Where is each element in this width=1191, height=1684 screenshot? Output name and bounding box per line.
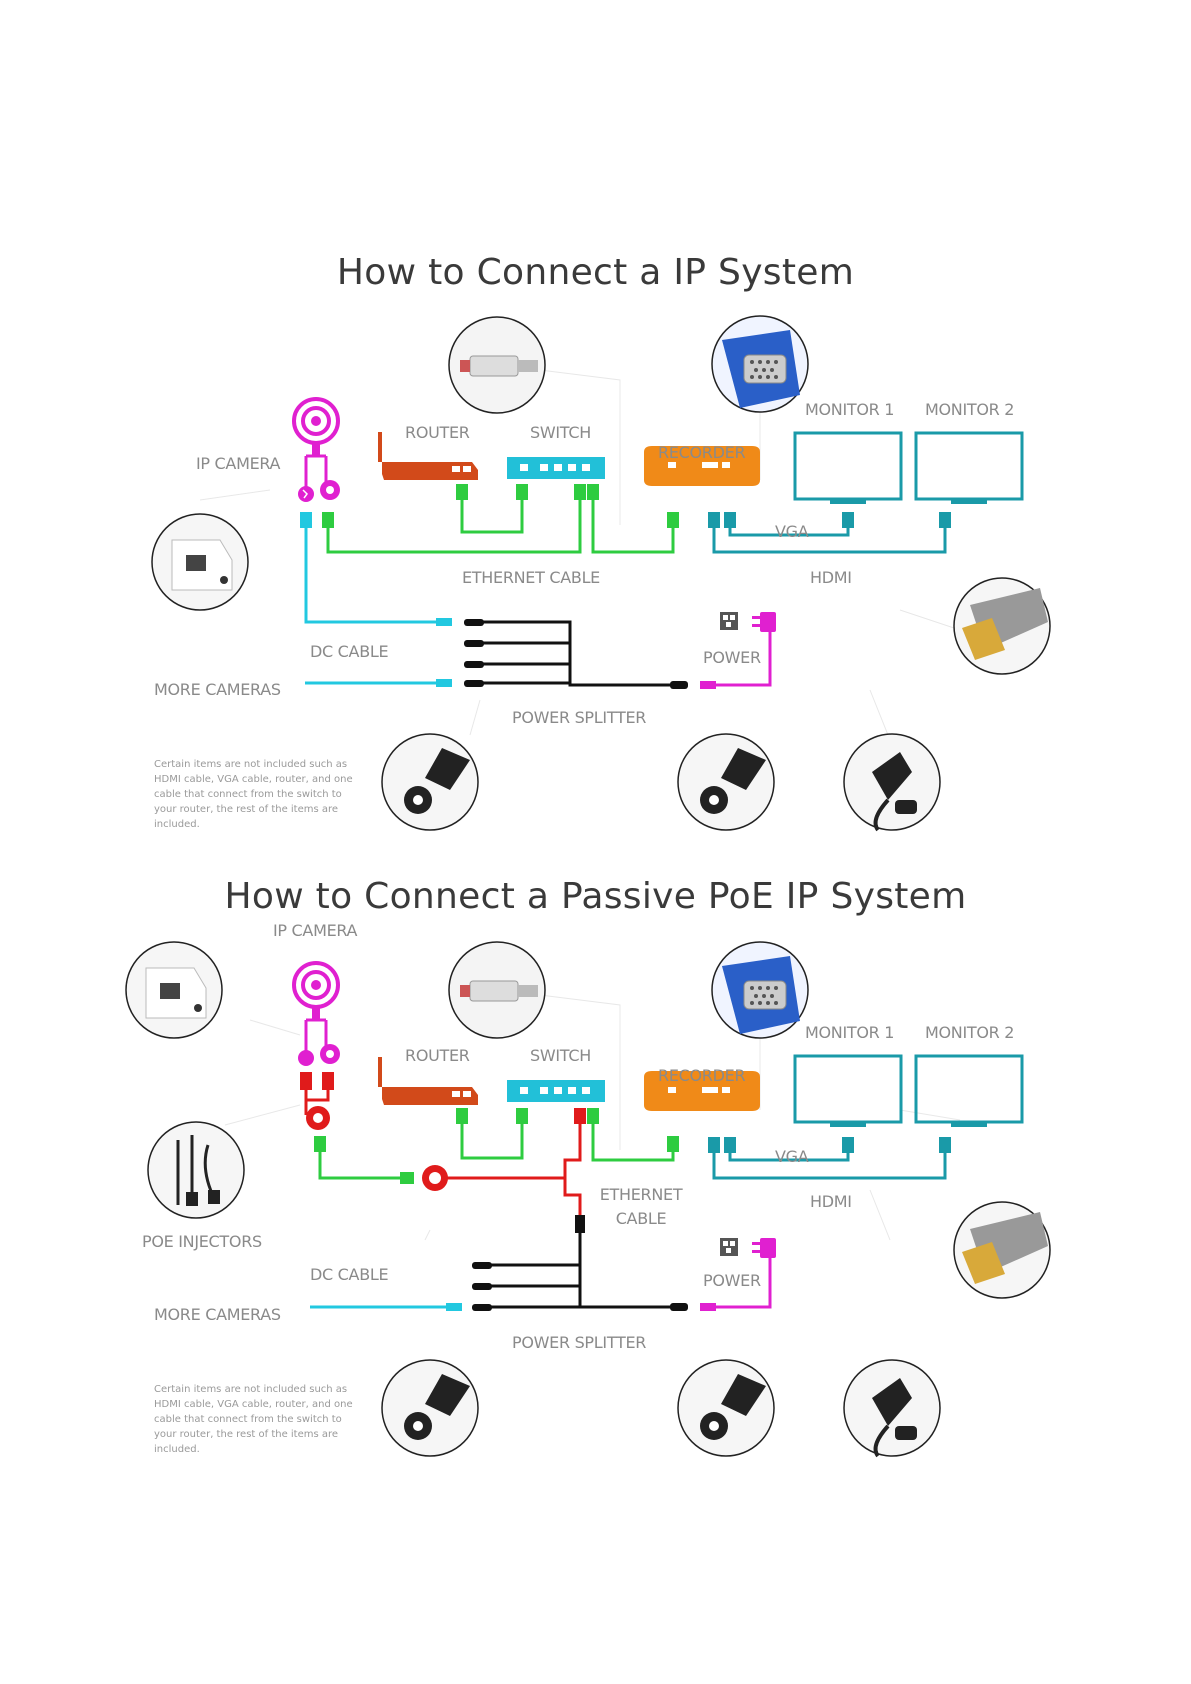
video-cables — [712, 520, 947, 554]
diagram-ip-system: How to Connect a IP System — [151, 252, 1051, 832]
ethernet-cables — [326, 500, 675, 554]
uk-plug-icon — [843, 733, 941, 832]
leader-lines — [199, 369, 961, 741]
diagram-title: How to Connect a Passive PoE IP System — [224, 876, 967, 917]
dc-cables — [304, 525, 440, 685]
video-plugs — [708, 1137, 951, 1153]
poe-injector-icon — [147, 1121, 245, 1219]
monitor-icon — [793, 1054, 903, 1127]
dc-connector-icon — [381, 733, 479, 831]
uk-plug-icon — [843, 1359, 941, 1458]
video-plugs — [708, 512, 951, 528]
wiring-diagram — [125, 941, 1051, 1458]
label-monitor-2: MONITOR 2 — [925, 400, 1015, 419]
splitter-plugs — [472, 1262, 688, 1311]
monitor-icon — [914, 1054, 1024, 1127]
label-more-cameras: MORE CAMERAS — [154, 680, 281, 699]
dc-connector-icon — [677, 1359, 775, 1457]
label-power: POWER — [703, 648, 761, 667]
ethernet-plugs — [322, 484, 679, 528]
hdmi-connector-icon — [953, 1201, 1051, 1299]
label-power-splitter: POWER SPLITTER — [512, 1333, 647, 1352]
hdmi-connector-icon — [953, 577, 1051, 675]
video-cables — [712, 1145, 947, 1180]
label-dc-cable: DC CABLE — [310, 1265, 389, 1284]
label-power-splitter: POWER SPLITTER — [512, 708, 647, 727]
label-ip-camera: IP CAMERA — [273, 921, 358, 940]
camera-back-icon — [151, 513, 249, 611]
dc-connector-icon — [381, 1359, 479, 1457]
switch-icon — [507, 457, 605, 479]
splitter-plugs — [464, 619, 688, 689]
label-more-cameras: MORE CAMERAS — [154, 1305, 281, 1324]
note-included-items: Certain items are not included such as H… — [154, 759, 353, 830]
power-splitter — [470, 620, 680, 687]
label-hdmi: HDMI — [810, 568, 852, 587]
recorder-icon — [644, 446, 760, 486]
power-cable — [710, 1255, 772, 1309]
poe-plugs — [300, 1072, 586, 1233]
label-vga: VGA — [775, 522, 809, 541]
label-power: POWER — [703, 1271, 761, 1290]
label-router: ROUTER — [405, 423, 470, 442]
switch-icon — [507, 1080, 605, 1102]
wiring-diagram — [151, 315, 1051, 832]
label-ethernet-cable-line-1: ETHERNET — [599, 1185, 683, 1204]
wifi-camera-icon — [292, 961, 340, 1066]
monitor-icon — [914, 431, 1024, 504]
label-router: ROUTER — [405, 1046, 470, 1065]
poe-cables — [304, 1090, 582, 1220]
label-switch: SWITCH — [530, 423, 591, 442]
ethernet-cables — [318, 1124, 675, 1180]
vga-connector-icon — [711, 315, 809, 413]
ethernet-plug-icon — [448, 941, 546, 1039]
router-icon — [378, 1057, 478, 1105]
vga-connector-icon — [711, 941, 809, 1039]
diagram-passive-poe-system: How to Connect a Passive PoE IP System — [0, 860, 1191, 1500]
ethernet-plugs — [314, 1108, 679, 1184]
wifi-camera-icon — [292, 397, 340, 502]
label-dc-cable: DC CABLE — [310, 642, 389, 661]
dc-plugs — [300, 512, 452, 687]
monitor-icon — [793, 431, 903, 504]
label-monitor-1: MONITOR 1 — [805, 1023, 895, 1042]
label-recorder: RECORDER — [658, 1066, 746, 1085]
recorder-icon — [644, 1071, 760, 1111]
power-splitter — [480, 1233, 680, 1309]
label-monitor-1: MONITOR 1 — [805, 400, 895, 419]
ethernet-plug-icon — [448, 316, 546, 414]
label-poe-injectors: POE INJECTORS — [142, 1232, 262, 1251]
power-cable — [710, 630, 772, 687]
router-icon — [378, 432, 478, 480]
leader-lines — [224, 994, 961, 1241]
label-ethernet-cable-line-2: CABLE — [615, 1209, 667, 1228]
diagram-title: How to Connect a IP System — [336, 252, 855, 293]
label-switch: SWITCH — [530, 1046, 591, 1065]
note-included-items: Certain items are not included such as H… — [154, 1384, 353, 1455]
camera-back-icon — [125, 941, 223, 1039]
dc-plug — [446, 1303, 462, 1311]
label-hdmi: HDMI — [810, 1192, 852, 1211]
label-ip-camera: IP CAMERA — [196, 454, 281, 473]
power-plug-icon — [700, 612, 776, 689]
label-vga: VGA — [775, 1147, 809, 1166]
label-ethernet-cable: ETHERNET CABLE — [462, 568, 600, 587]
dc-connector-icon — [677, 733, 775, 831]
label-recorder: RECORDER — [658, 443, 746, 462]
label-monitor-2: MONITOR 2 — [925, 1023, 1015, 1042]
power-plug-icon — [700, 1238, 776, 1311]
